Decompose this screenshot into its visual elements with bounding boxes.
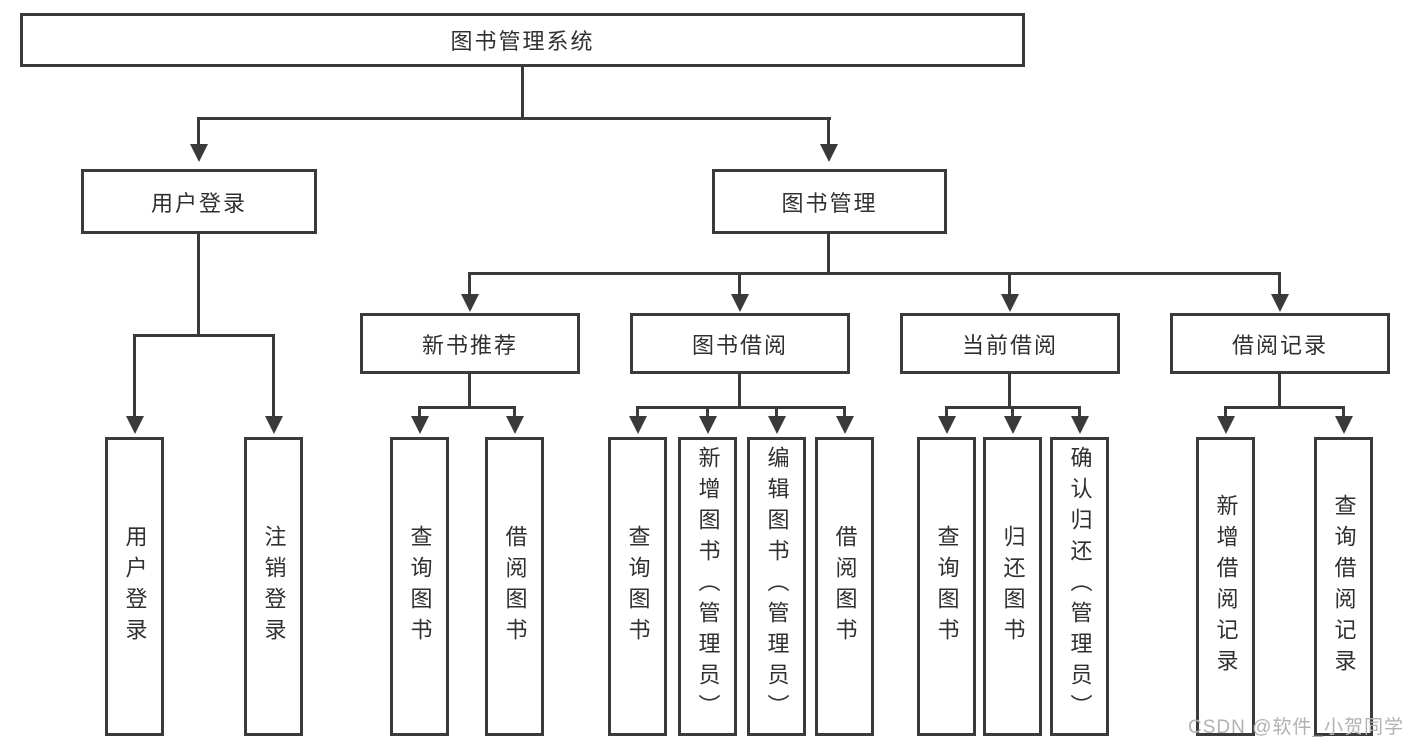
arrow-book-mgmt	[820, 144, 838, 162]
connector-book-mgmt-down	[827, 234, 830, 273]
connector-d2-stem	[1011, 407, 1014, 417]
arrow-c4	[836, 416, 854, 434]
connector-group-c-branch	[636, 406, 846, 409]
node-book-management-label: 图书管理	[781, 190, 878, 216]
arrow-b2	[506, 416, 524, 434]
arrow-c3	[768, 416, 786, 434]
leaf-query-books-recommend-label: 查询图书	[407, 524, 433, 649]
connector-e2-stem	[1342, 407, 1345, 417]
leaf-user-login: 用户登录	[105, 437, 164, 736]
leaf-confirm-return-admin: 确认归还（管理员）	[1050, 437, 1109, 736]
arrow-leaf-login	[126, 416, 144, 434]
leaf-borrow-books-recommend: 借阅图书	[485, 437, 544, 736]
leaf-logout: 注销登录	[244, 437, 303, 736]
node-book-management: 图书管理	[712, 169, 947, 234]
connector-d3-stem	[1078, 407, 1081, 417]
arrow-borrow-records	[1271, 294, 1289, 312]
node-borrowing-records-label: 借阅记录	[1231, 332, 1328, 358]
arrow-e1	[1217, 416, 1235, 434]
connector-user-login-stem	[197, 118, 200, 145]
connector-new-books-stem	[468, 273, 471, 295]
node-current-borrowing-label: 当前借阅	[961, 332, 1058, 358]
leaf-borrow-books-recommend-label: 借阅图书	[502, 524, 528, 649]
connector-book-borrow-stem	[738, 273, 741, 295]
leaf-borrow-books-borrowing: 借阅图书	[815, 437, 874, 736]
leaf-return-books-label: 归还图书	[1000, 524, 1026, 649]
leaf-add-borrow-record: 新增借阅记录	[1196, 437, 1255, 736]
leaf-query-books-current-label: 查询图书	[934, 524, 960, 649]
connector-root-stem	[521, 67, 524, 118]
connector-group-c-down	[738, 374, 741, 407]
connector-group-e-branch	[1224, 406, 1345, 409]
connector-borrow-records-stem	[1278, 273, 1281, 295]
leaf-return-books: 归还图书	[983, 437, 1042, 736]
leaf-logout-label: 注销登录	[261, 524, 287, 649]
connector-leaf-logout-stem	[272, 335, 275, 417]
arrow-c1	[629, 416, 647, 434]
connector-c1-stem	[636, 407, 639, 417]
node-current-borrowing: 当前借阅	[900, 313, 1120, 374]
leaf-query-books-borrowing: 查询图书	[608, 437, 667, 736]
connector-b1-stem	[418, 407, 421, 417]
connector-b2-stem	[513, 407, 516, 417]
node-user-login: 用户登录	[81, 169, 317, 234]
connector-e1-stem	[1224, 407, 1227, 417]
connector-book-mgmt-branch	[468, 272, 1281, 275]
connector-c3-stem	[775, 407, 778, 417]
arrow-c2	[699, 416, 717, 434]
connector-c2-stem	[706, 407, 709, 417]
arrow-book-borrow	[731, 294, 749, 312]
connector-user-login-branch	[133, 334, 275, 337]
watermark-text: CSDN @软件_小贺同学	[1188, 717, 1404, 738]
connector-group-b-branch	[418, 406, 516, 409]
leaf-user-login-label: 用户登录	[122, 524, 148, 649]
leaf-add-book-admin-label: 新增图书（管理员）	[695, 446, 721, 725]
leaf-borrow-books-borrowing-label: 借阅图书	[832, 524, 858, 649]
arrow-d1	[938, 416, 956, 434]
connector-user-login-down	[197, 234, 200, 335]
node-book-borrowing: 图书借阅	[630, 313, 850, 374]
arrow-leaf-logout	[265, 416, 283, 434]
leaf-query-books-current: 查询图书	[917, 437, 976, 736]
node-new-book-recommend: 新书推荐	[360, 313, 580, 374]
arrow-d2	[1004, 416, 1022, 434]
arrow-d3	[1071, 416, 1089, 434]
node-root: 图书管理系统	[20, 13, 1025, 67]
leaf-query-books-borrowing-label: 查询图书	[625, 524, 651, 649]
leaf-query-borrow-record: 查询借阅记录	[1314, 437, 1373, 736]
leaf-edit-book-admin: 编辑图书（管理员）	[747, 437, 806, 736]
node-root-label: 图书管理系统	[450, 29, 595, 54]
arrow-new-books	[461, 294, 479, 312]
connector-d1-stem	[945, 407, 948, 417]
arrow-current-borrow	[1001, 294, 1019, 312]
connector-group-b-down	[468, 374, 471, 407]
connector-c4-stem	[843, 407, 846, 417]
arrow-user-login	[190, 144, 208, 162]
node-user-login-label: 用户登录	[150, 190, 247, 216]
connector-group-d-down	[1008, 374, 1011, 407]
node-new-book-recommend-label: 新书推荐	[421, 332, 518, 358]
leaf-query-borrow-record-label: 查询借阅记录	[1331, 493, 1357, 680]
arrow-e2	[1335, 416, 1353, 434]
leaf-query-books-recommend: 查询图书	[390, 437, 449, 736]
connector-root-branch	[197, 117, 831, 120]
leaf-confirm-return-admin-label: 确认归还（管理员）	[1067, 446, 1093, 725]
leaf-add-borrow-record-label: 新增借阅记录	[1213, 493, 1239, 680]
node-borrowing-records: 借阅记录	[1170, 313, 1390, 374]
leaf-edit-book-admin-label: 编辑图书（管理员）	[764, 446, 790, 725]
leaf-add-book-admin: 新增图书（管理员）	[678, 437, 737, 736]
connector-group-e-down	[1278, 374, 1281, 407]
connector-current-borrow-stem	[1008, 273, 1011, 295]
node-book-borrowing-label: 图书借阅	[691, 332, 788, 358]
arrow-b1	[411, 416, 429, 434]
connector-book-mgmt-stem	[827, 118, 830, 145]
connector-leaf-login-stem	[133, 335, 136, 417]
